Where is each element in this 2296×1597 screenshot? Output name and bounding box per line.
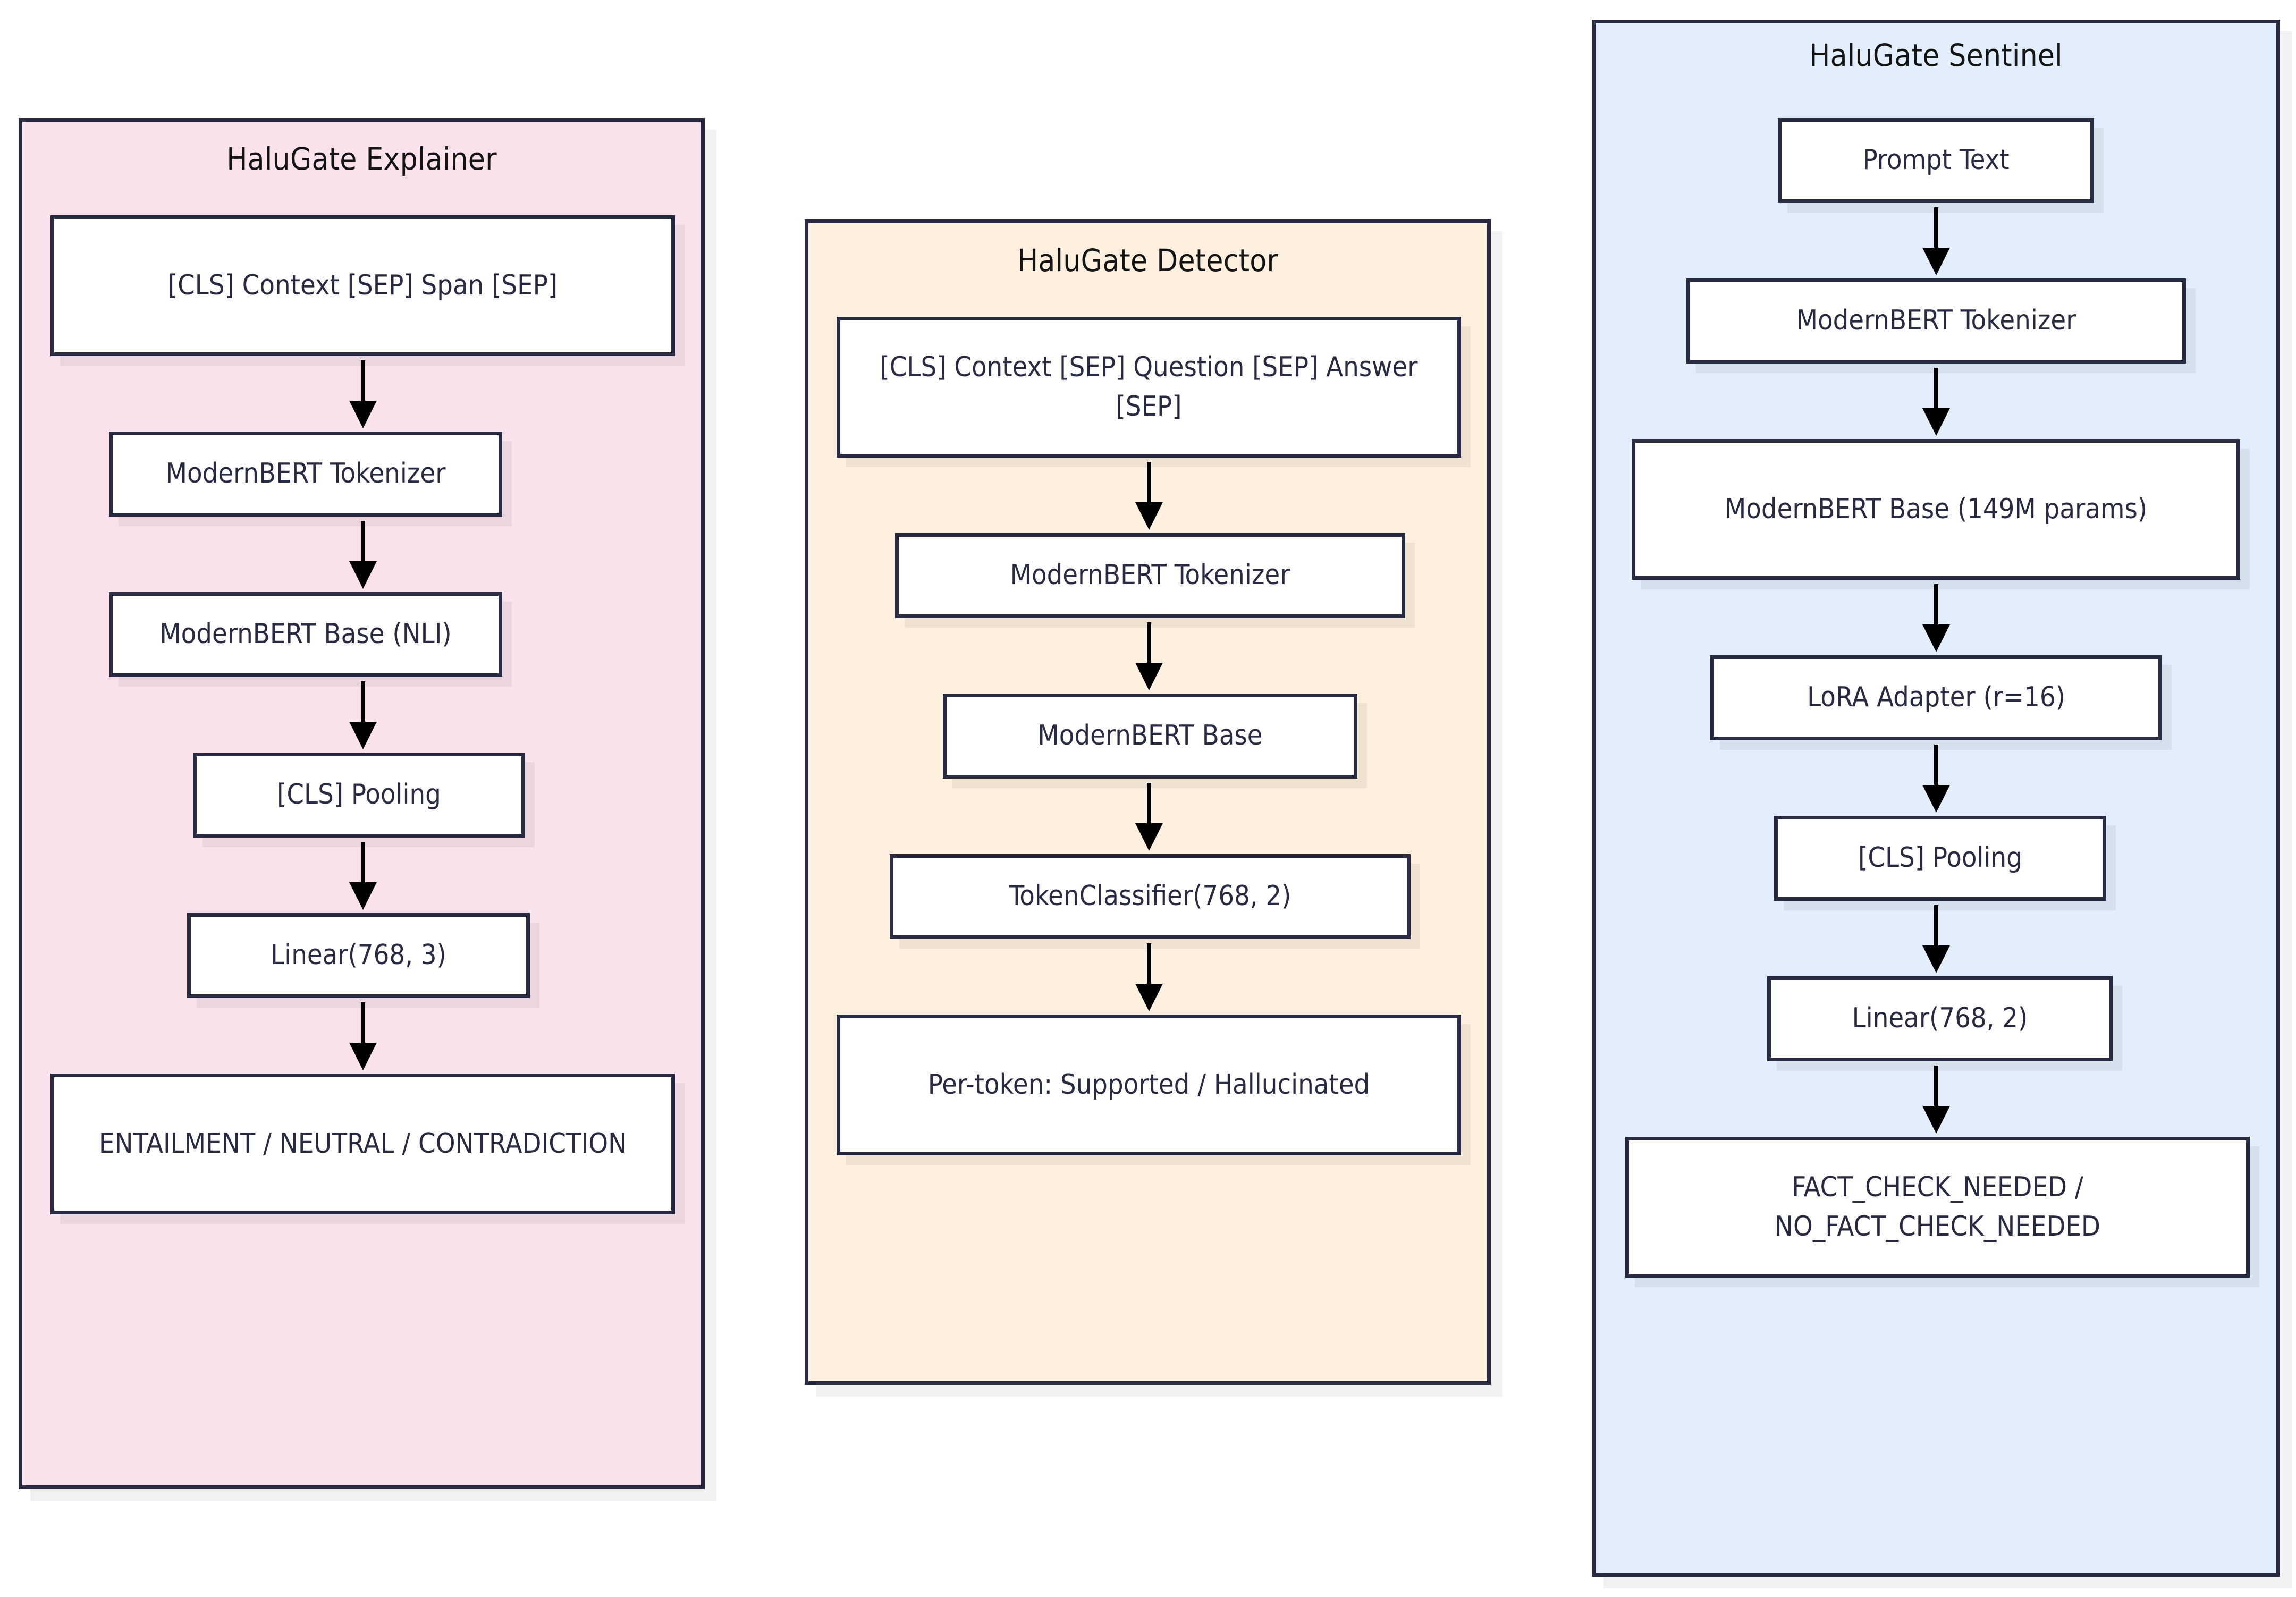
- node-exp-linear: Linear(768, 3): [187, 913, 530, 998]
- node-sen-tokenizer: ModernBERT Tokenizer: [1686, 278, 2186, 364]
- node-sen-output: FACT_CHECK_NEEDED / NO_FACT_CHECK_NEEDED: [1625, 1137, 2250, 1278]
- node-det-base: ModernBERT Base: [943, 694, 1357, 779]
- node-exp-base: ModernBERT Base (NLI): [109, 592, 502, 677]
- node-exp-pooling: [CLS] Pooling: [193, 753, 525, 838]
- node-det-input: [CLS] Context [SEP] Question [SEP] Answe…: [837, 317, 1461, 458]
- node-exp-input: [CLS] Context [SEP] Span [SEP]: [50, 215, 675, 356]
- node-exp-output: ENTAILMENT / NEUTRAL / CONTRADICTION: [50, 1074, 675, 1214]
- node-sen-linear: Linear(768, 2): [1767, 976, 2113, 1061]
- subgraph-title-sentinel: HaluGate Sentinel: [1809, 37, 2063, 73]
- node-sen-base: ModernBERT Base (149M params): [1632, 439, 2240, 580]
- node-det-tokenizer: ModernBERT Tokenizer: [895, 533, 1405, 618]
- node-exp-tokenizer: ModernBERT Tokenizer: [109, 432, 502, 517]
- subgraph-title-explainer: HaluGate Explainer: [226, 141, 497, 177]
- subgraph-title-detector: HaluGate Detector: [1017, 242, 1279, 278]
- node-sen-input: Prompt Text: [1778, 118, 2094, 203]
- node-sen-lora: LoRA Adapter (r=16): [1710, 655, 2162, 740]
- node-det-head: TokenClassifier(768, 2): [890, 854, 1411, 939]
- node-sen-pooling: [CLS] Pooling: [1774, 816, 2106, 901]
- node-det-output: Per-token: Supported / Hallucinated: [837, 1015, 1461, 1155]
